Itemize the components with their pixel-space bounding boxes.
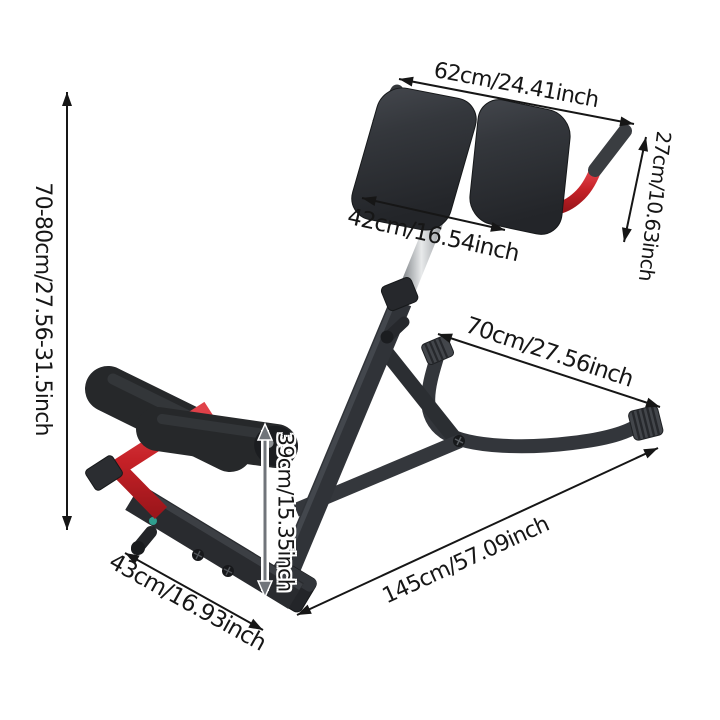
dimension-arrow-handle-length (622, 136, 648, 243)
post-sleeve-cap (380, 277, 419, 312)
dimension-arrow-front-height (256, 422, 274, 599)
dimension-arrow-base-width (124, 552, 264, 631)
footrest-end-cap-left (421, 335, 455, 365)
footrest-end-cap-right (628, 405, 664, 441)
hip-pad-left (351, 87, 477, 231)
dimension-arrow-overall-length (296, 447, 659, 616)
bracket-end-cap (85, 455, 123, 491)
handle-foam-grip (588, 124, 632, 177)
dimension-arrow-adjustable-height (62, 92, 72, 530)
rear-brace-beam (376, 342, 462, 445)
dimension-arrows (62, 76, 661, 631)
dimension-arrow-footrest-width (437, 333, 661, 408)
safety-pin (149, 517, 157, 525)
dimension-arrow-pad-inner-width (361, 196, 506, 232)
dimension-arrow-pad-width (398, 76, 635, 127)
dim-label-front-height: 39cm/15.35inch (273, 432, 298, 592)
dim-label-adjustable-height: 70-80cm/27.56-31.5inch (30, 182, 55, 436)
main-beam (278, 277, 419, 575)
hip-pad-right (469, 99, 571, 235)
